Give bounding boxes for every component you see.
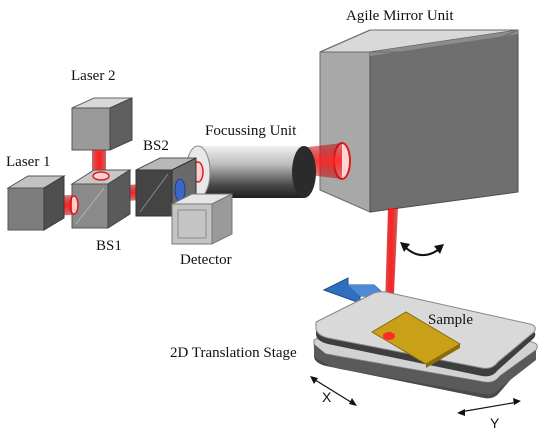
label-x-axis: X	[322, 389, 332, 405]
laser-2	[71, 97, 133, 151]
focussing-unit	[185, 145, 316, 199]
label-sample: Sample	[428, 312, 473, 328]
agile-mirror-unit	[319, 29, 519, 213]
label-bs2: BS2	[143, 138, 169, 154]
detector	[171, 193, 233, 245]
label-laser-2: Laser 2	[71, 68, 116, 84]
label-laser-1: Laser 1	[6, 154, 51, 170]
label-focussing-unit: Focussing Unit	[205, 123, 297, 139]
curved-double-arrow-icon	[400, 242, 444, 257]
laser-1	[6, 175, 66, 231]
label-agile-mirror-unit: Agile Mirror Unit	[346, 8, 454, 24]
beam-splitter-bs1	[69, 169, 132, 229]
label-bs1: BS1	[96, 238, 122, 254]
label-y-axis: Y	[490, 415, 500, 431]
label-2d-translation-stage: 2D Translation Stage	[170, 345, 297, 361]
label-detector: Detector	[180, 252, 232, 268]
x-axis-arrow	[310, 376, 357, 406]
y-axis-arrow	[457, 398, 521, 416]
beam-laser2-bs1	[92, 150, 106, 172]
translation-stage	[313, 291, 538, 399]
